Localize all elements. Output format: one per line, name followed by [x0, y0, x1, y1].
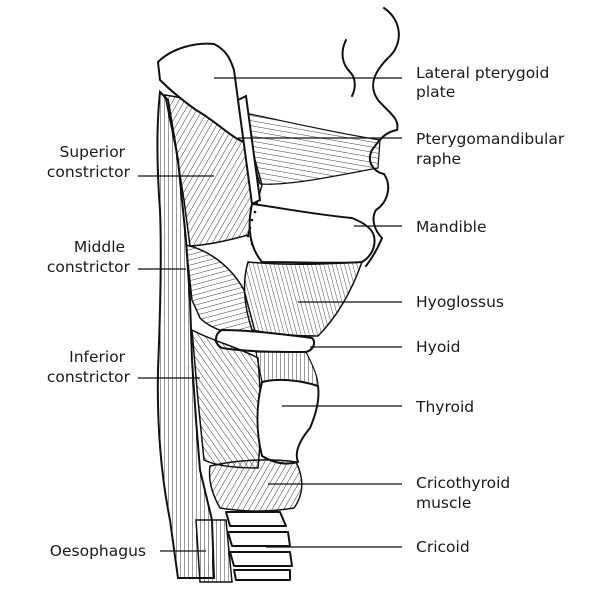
label-thyroid: Thyroid [415, 398, 474, 416]
thyroid-cartilage [258, 380, 319, 464]
skull-contour [343, 40, 355, 96]
label-lateral-pterygoid-plate: Lateral pterygoid plate [416, 64, 554, 101]
label-hyoid: Hyoid [416, 338, 460, 356]
hyoglossus-muscle [245, 262, 362, 336]
label-mandible: Mandible [416, 218, 487, 236]
label-middle-constrictor: Middle constrictor [47, 238, 131, 276]
label-cricoid: Cricoid [416, 538, 470, 556]
label-hyoglossus: Hyoglossus [416, 293, 504, 311]
mandible-bone [250, 204, 375, 263]
label-inferior-constrictor: Inferior constrictor [47, 348, 131, 386]
superior-constrictor-upper [240, 112, 380, 184]
label-oesophagus: Oesophagus [50, 542, 146, 560]
label-cricothyroid-muscle: Cricothyroid muscle [416, 474, 515, 512]
face-profile-outline [366, 8, 399, 266]
cricoid-rings [226, 512, 292, 580]
anatomy-illustration [157, 8, 398, 582]
cricothyroid-muscle-shape [209, 460, 301, 511]
label-superior-constrictor: Superior constrictor [47, 143, 131, 181]
label-pterygomandibular-raphe: Pterygomandibular raphe [416, 130, 569, 168]
